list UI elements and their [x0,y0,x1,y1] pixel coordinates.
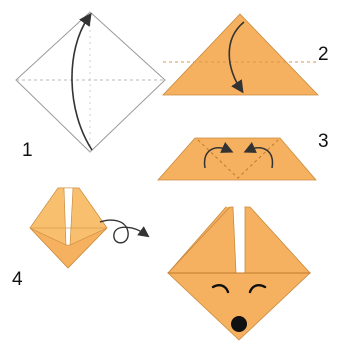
curved-arrow-icon [228,21,245,94]
step-1-diagram [15,11,166,153]
step-number-4: 4 [12,269,23,290]
step-number-1: 1 [22,140,33,161]
paper-triangle [162,13,319,96]
fox-gap [233,207,245,273]
right-eye-icon [248,284,267,294]
left-ear [29,187,67,246]
fold-guide [197,139,279,179]
step-number-3: 3 [318,131,329,152]
curved-arrow-icon [203,142,234,169]
fox-left-ear [167,206,237,274]
right-ear [69,187,108,246]
fox-nose-icon [231,316,247,332]
step-number-2: 2 [318,44,329,65]
step-3-diagram [157,137,317,181]
left-eye-icon [211,284,230,294]
curved-arrow-icon [71,12,93,151]
curved-arrow-icon [243,142,274,169]
loop-arrow-icon [99,219,150,244]
paper-trapezoid [157,137,317,181]
fox-right-ear [244,206,311,274]
paper-square [15,11,166,153]
fox-face-diagram [166,206,312,341]
center-gap [63,187,74,246]
step-4-diagram [29,187,150,269]
step-2-diagram [162,13,319,96]
